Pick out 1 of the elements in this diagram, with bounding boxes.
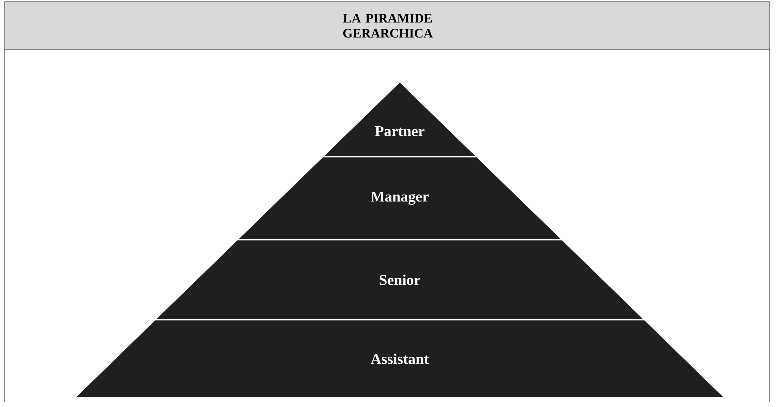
title: LA PIRAMIDE GERARCHICA <box>343 14 434 38</box>
